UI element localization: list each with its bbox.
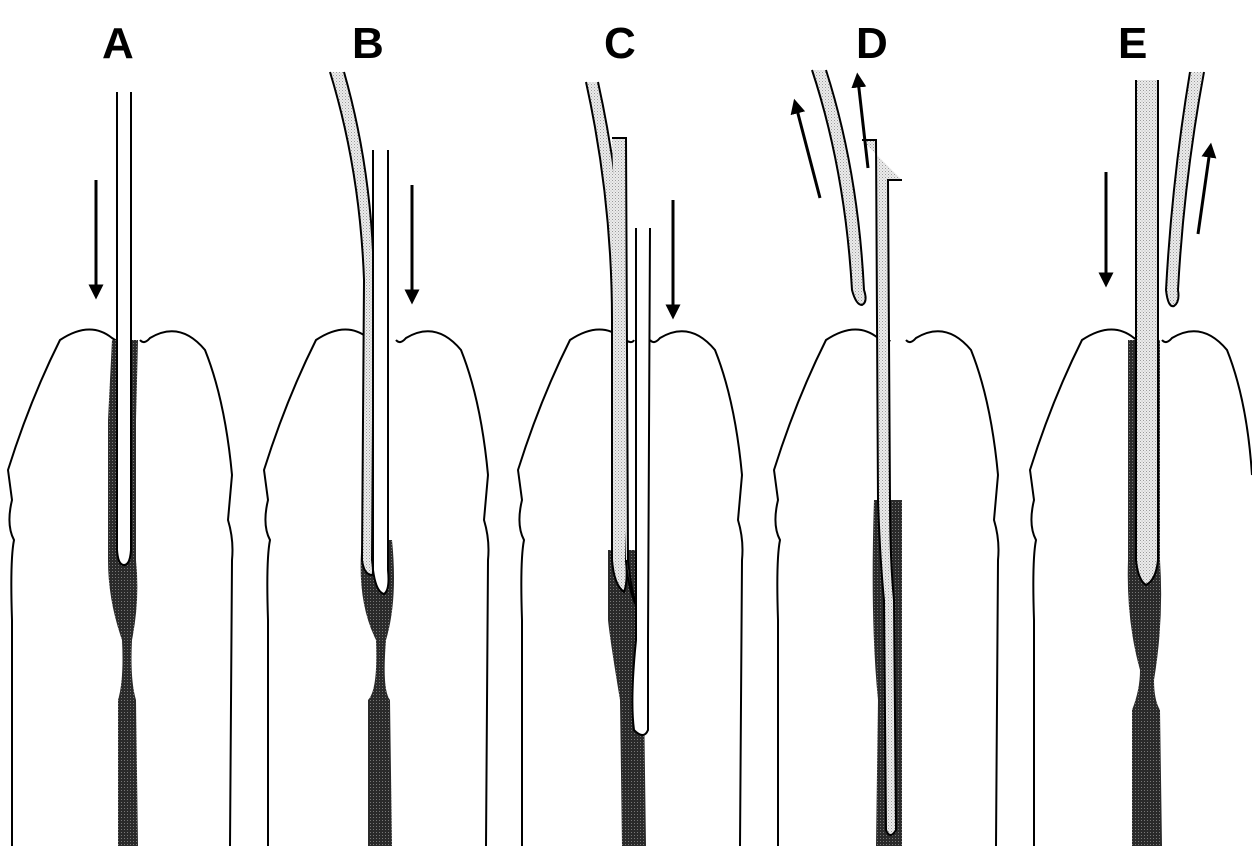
panel-a: A — [8, 19, 233, 846]
panel-e: E — [1030, 19, 1252, 846]
panel-e-label: E — [1118, 19, 1147, 68]
withdrawn-guidewire — [812, 70, 866, 305]
panel-c-label: C — [604, 19, 636, 68]
panel-b: B — [264, 19, 489, 846]
inserted-tube — [117, 92, 131, 565]
panel-c: C — [518, 19, 743, 846]
guidewire — [330, 72, 374, 575]
withdrawn-guidewire — [1166, 72, 1204, 306]
panel-d-label: D — [856, 19, 888, 68]
direction-arrow-up — [796, 106, 820, 198]
panel-a-label: A — [102, 19, 134, 68]
direction-arrow-up — [858, 80, 868, 168]
panel-d: D — [774, 19, 999, 846]
inserted-tube — [373, 150, 389, 594]
inserted-tube — [632, 228, 650, 735]
inserted-tube — [1136, 80, 1158, 585]
direction-arrow-up — [1198, 150, 1210, 234]
panel-b-label: B — [352, 19, 384, 68]
